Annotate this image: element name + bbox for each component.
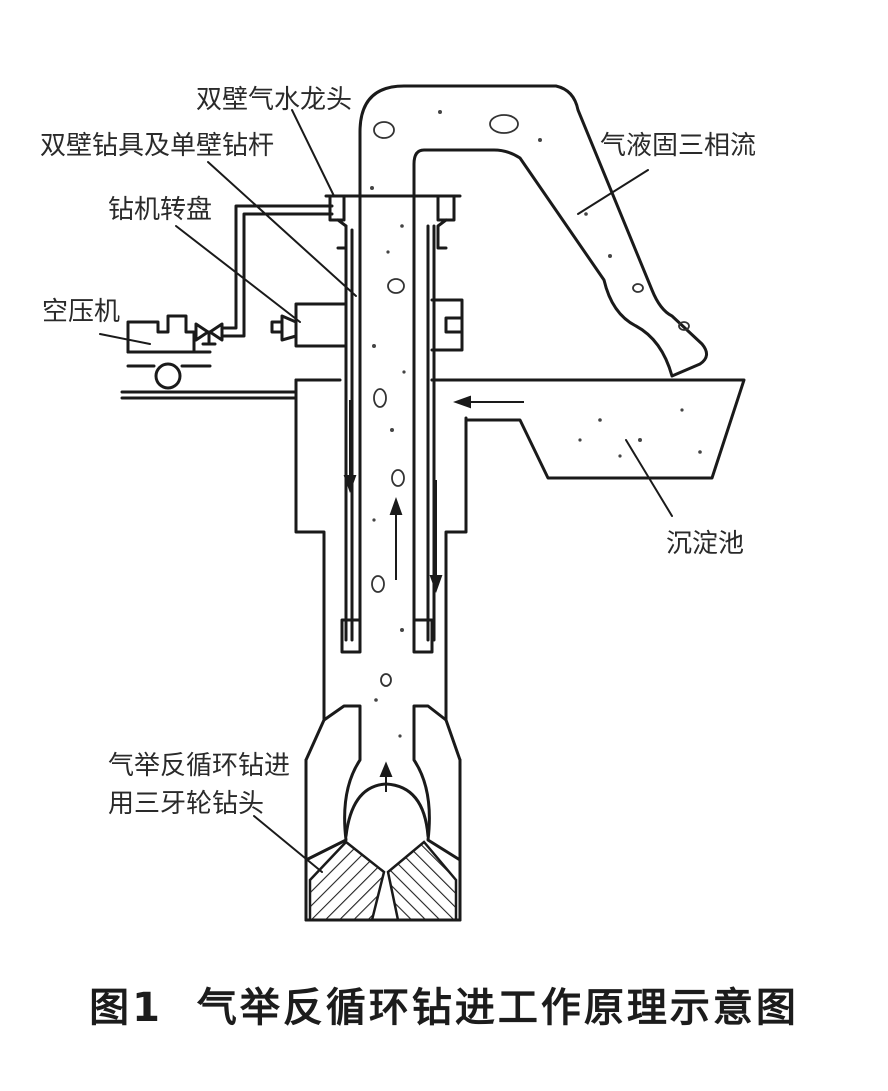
casing	[294, 378, 326, 722]
cone-left	[308, 840, 386, 922]
leader-three-phase	[577, 169, 649, 215]
label-swivel: 双壁气水龙头	[196, 85, 353, 115]
tricone-bit	[304, 704, 362, 862]
leader-compressor	[99, 333, 151, 345]
label-drill-tools: 双壁钻具及单壁钻杆	[40, 131, 275, 161]
figure-title: 气举反循环钻进工作原理示意图	[196, 985, 799, 1031]
leader-turntable	[175, 225, 301, 323]
particle	[373, 121, 395, 139]
figure-number: 图1	[89, 985, 163, 1031]
label-settling-tank: 沉淀池	[666, 529, 745, 559]
label-turntable: 钻机转盘	[108, 195, 213, 225]
leader-settling	[625, 439, 673, 517]
label-three-phase: 气液固三相流	[600, 131, 757, 161]
pipe-joint	[340, 618, 362, 654]
cone-right	[386, 840, 458, 922]
figure-caption: 图1 气举反循环钻进工作原理示意图	[0, 975, 888, 1033]
label-compressor: 空压机	[42, 297, 121, 327]
compressor-wheel	[154, 362, 182, 390]
inner-pipe-gooseneck	[358, 84, 708, 642]
swivel-head	[324, 194, 462, 250]
air-hose	[220, 204, 334, 330]
settling-tank	[430, 378, 746, 480]
drilling-schematic	[99, 84, 746, 922]
air-compressor	[126, 314, 224, 390]
leader-swivel	[291, 109, 335, 197]
label-bit-line1: 气举反循环钻进	[108, 751, 291, 781]
leader-bit	[253, 815, 323, 873]
leader-drill-tools	[207, 161, 357, 297]
label-bit-line2: 用三牙轮钻头	[108, 789, 265, 819]
